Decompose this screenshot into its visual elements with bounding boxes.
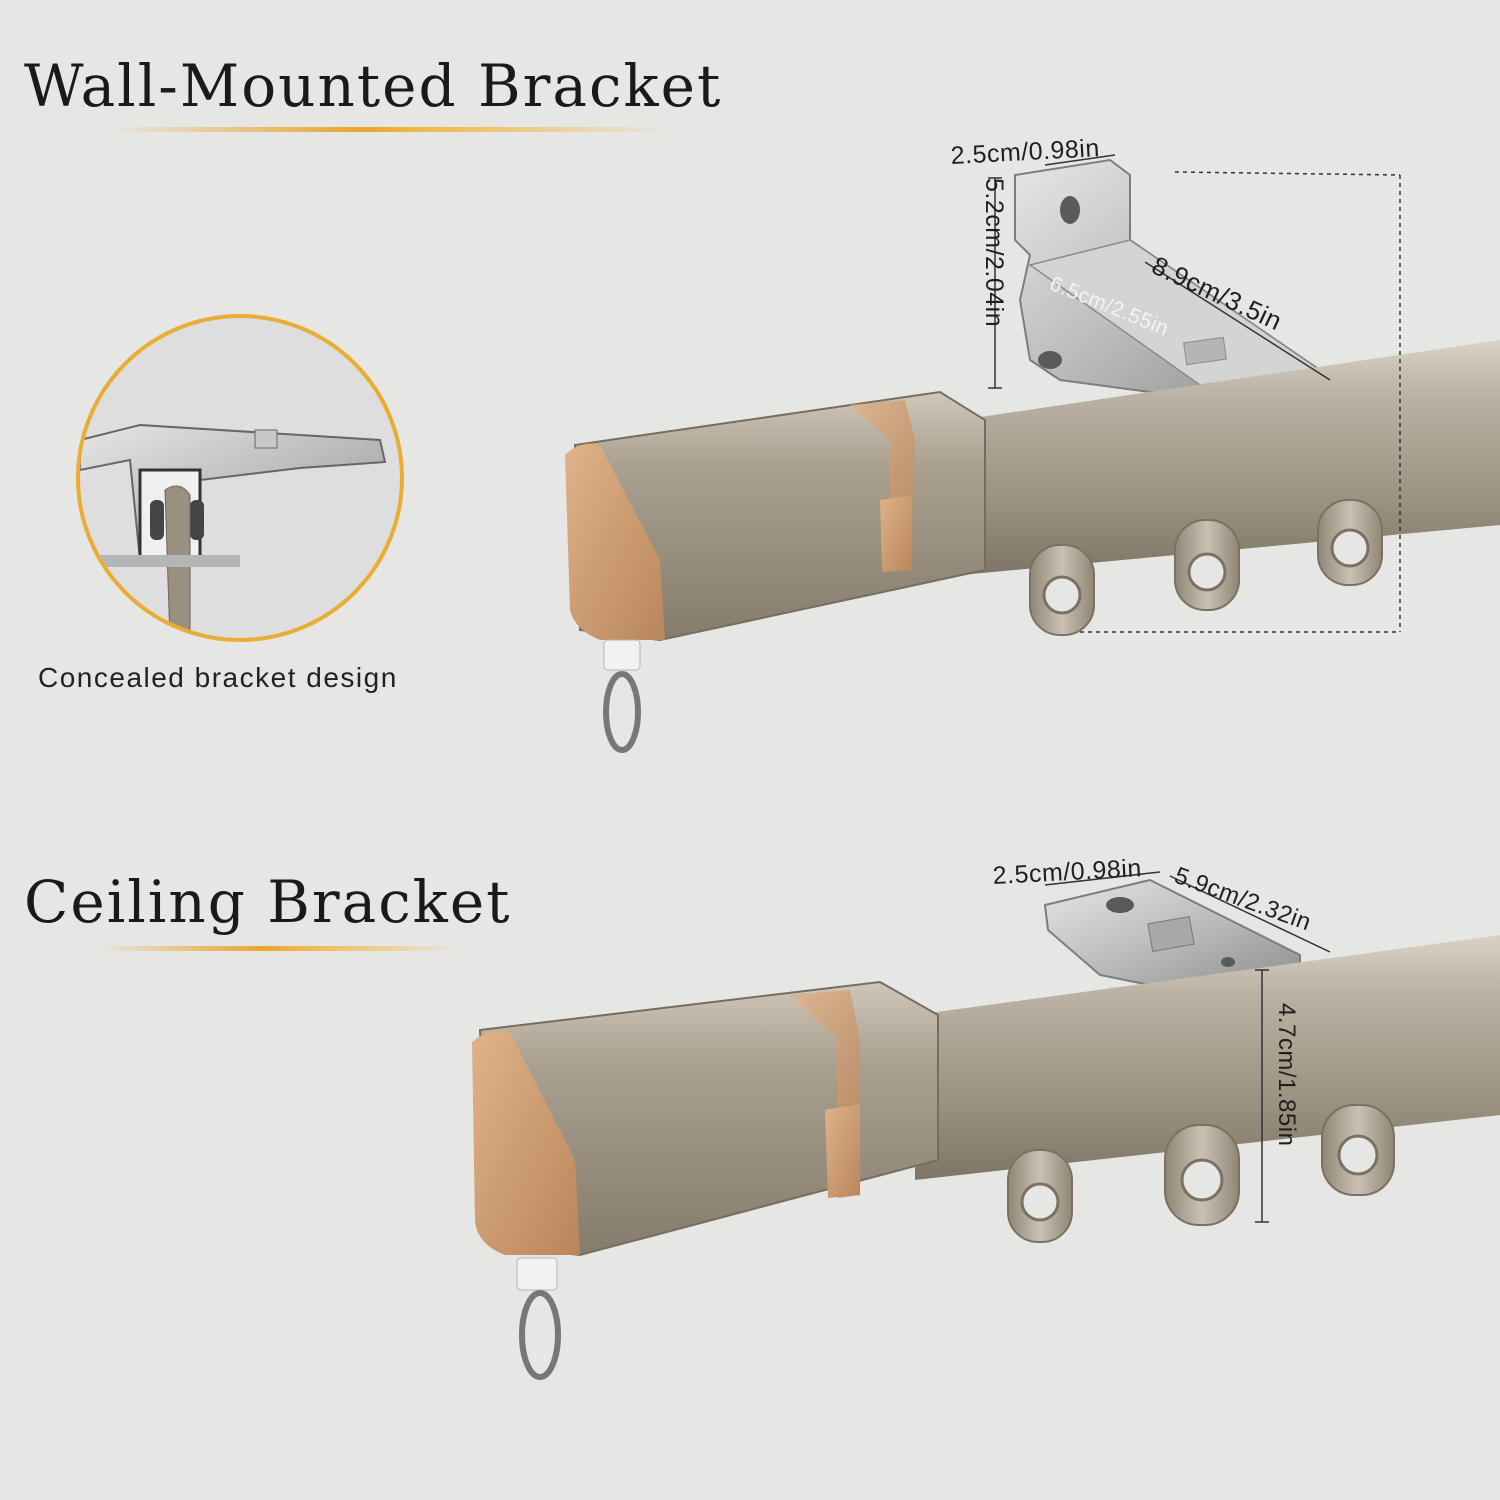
ceiling-bracket-height-label: 4.7cm/1.85in — [1273, 1003, 1300, 1147]
wall-end-cap — [565, 390, 986, 642]
ceiling-dimension-lines — [1044, 871, 1331, 1223]
ceiling-bracket — [1043, 878, 1301, 987]
concealed-bracket-caption: Concealed bracket design — [38, 662, 398, 693]
wall-dimension-lines — [988, 154, 1401, 633]
wall-title-underline — [110, 127, 670, 132]
wall-glider-ring — [603, 639, 641, 753]
ceiling-rod-hooks — [1007, 1104, 1395, 1243]
ceiling-glider-ring — [516, 1257, 561, 1380]
ceiling-bracket-assembly — [472, 871, 1500, 1380]
wall-section-title: Wall-Mounted Bracket — [24, 52, 723, 120]
wall-bracket-assembly — [565, 154, 1500, 753]
concealed-bracket-detail — [76, 314, 404, 642]
wall-bracket-height-label: 5.2cm/2.04in — [980, 178, 1008, 328]
ceiling-section-title: Ceiling Bracket — [24, 868, 512, 936]
wall-rod-hooks — [1029, 499, 1383, 636]
ceiling-end-cap — [472, 980, 939, 1257]
wall-bracket — [1014, 158, 1323, 397]
ceiling-title-underline — [100, 946, 460, 951]
